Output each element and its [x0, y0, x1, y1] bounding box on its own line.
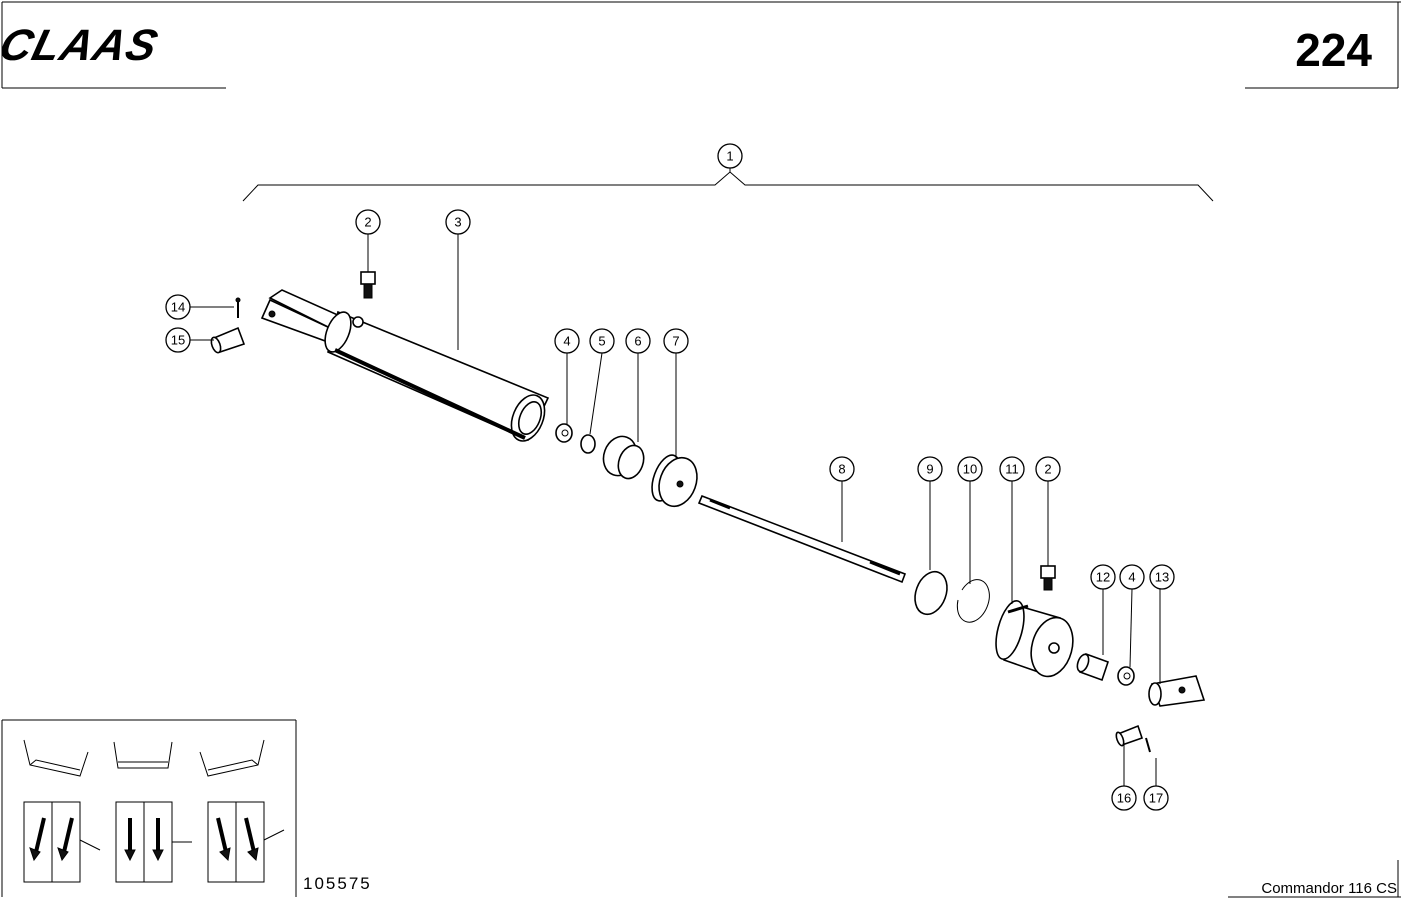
seal-rings	[602, 435, 645, 480]
callout-7: 7	[663, 328, 689, 354]
callout-11: 11	[999, 456, 1025, 482]
callout-16: 16	[1111, 785, 1137, 811]
svg-text:8: 8	[838, 462, 845, 477]
snap-ring	[956, 579, 990, 623]
washer	[580, 434, 596, 454]
legend-arrows-left	[23, 801, 101, 883]
legend-view-left	[23, 739, 89, 777]
callout-17: 17	[1143, 785, 1169, 811]
svg-text:2: 2	[1044, 462, 1051, 477]
callout-9: 9	[917, 456, 943, 482]
nut-left	[555, 423, 573, 443]
rod-clevis	[1148, 675, 1206, 707]
claas-logo: CLAAS	[0, 22, 163, 70]
model-name: Commandor 116 CS	[1261, 880, 1397, 897]
cylinder-head	[995, 600, 1074, 678]
svg-text:13: 13	[1155, 570, 1169, 585]
piston-rod	[697, 494, 907, 584]
svg-text:4: 4	[563, 334, 570, 349]
svg-text:4: 4	[1128, 570, 1135, 585]
legend-arrows-right	[207, 801, 285, 883]
svg-text:12: 12	[1096, 570, 1110, 585]
callout-5: 5	[589, 328, 615, 354]
callout-2-top: 2	[355, 209, 381, 235]
svg-text:10: 10	[963, 462, 977, 477]
svg-text:17: 17	[1149, 791, 1163, 806]
drawing-number: 105575	[303, 874, 372, 893]
cylinder-tube	[260, 289, 550, 442]
svg-text:16: 16	[1117, 791, 1131, 806]
svg-text:15: 15	[171, 333, 185, 348]
callout-13: 13	[1149, 564, 1175, 590]
page-number: 224	[1295, 24, 1372, 76]
callout-14: 14	[165, 294, 191, 320]
svg-text:1: 1	[726, 149, 733, 164]
o-ring	[914, 570, 948, 616]
piston	[651, 454, 698, 508]
callout-10: 10	[957, 456, 983, 482]
clevis-pin-right	[1115, 724, 1144, 747]
legend-view-center	[113, 741, 173, 769]
svg-text:14: 14	[171, 300, 185, 315]
svg-text:7: 7	[672, 334, 679, 349]
svg-text:3: 3	[454, 215, 461, 230]
bushing	[1076, 652, 1110, 682]
svg-text:9: 9	[926, 462, 933, 477]
callout-8: 8	[829, 456, 855, 482]
grease-nipple-top	[360, 271, 376, 299]
callout-3: 3	[445, 209, 471, 235]
orientation-legend	[1, 719, 297, 897]
callout-6: 6	[625, 328, 651, 354]
callout-1: 1	[717, 143, 743, 169]
callout-4-left: 4	[554, 328, 580, 354]
split-pin-right	[1145, 737, 1151, 753]
assembly-brace	[242, 171, 1214, 202]
callout-12: 12	[1090, 564, 1116, 590]
svg-text:5: 5	[598, 334, 605, 349]
leader-lines	[190, 168, 1161, 786]
svg-text:2: 2	[364, 215, 371, 230]
svg-text:6: 6	[634, 334, 641, 349]
grease-nipple-bottom	[1040, 565, 1056, 591]
callout-15: 15	[165, 327, 191, 353]
clevis-pin-left	[210, 326, 246, 354]
svg-text:11: 11	[1005, 462, 1019, 477]
split-pin-left	[235, 297, 241, 318]
nut-right	[1117, 666, 1135, 686]
legend-arrows-center	[115, 801, 192, 883]
legend-view-right	[199, 739, 265, 777]
callout-2-bottom: 2	[1035, 456, 1061, 482]
brand-logo-text: CLAAS	[0, 22, 163, 70]
header-frame	[1, 1, 1401, 89]
callout-4-right: 4	[1119, 564, 1145, 590]
